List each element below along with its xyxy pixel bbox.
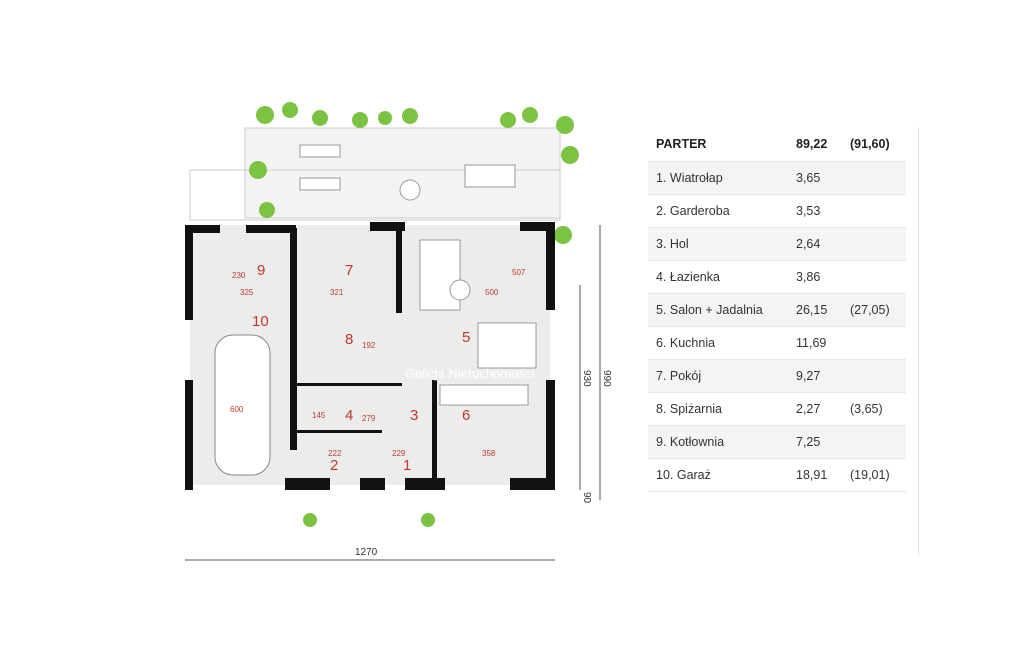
room-label: 5 bbox=[462, 329, 470, 346]
table-row: 4. Łazienka 3,86 bbox=[648, 261, 906, 294]
room-area: 2,64 bbox=[796, 237, 821, 251]
table-row: 1. Wiatrołap 3,65 bbox=[648, 162, 906, 195]
terrace-outline bbox=[189, 169, 561, 221]
floor-name: PARTER bbox=[656, 137, 707, 151]
dimension: 229 bbox=[392, 449, 406, 458]
dimension-depth: 90 bbox=[581, 492, 592, 504]
watermark: Galicja Nieruchomości bbox=[405, 366, 534, 381]
floor-area: 89,22 bbox=[796, 137, 828, 151]
room-name: 3. Hol bbox=[656, 237, 689, 251]
room-area: 3,86 bbox=[796, 270, 821, 284]
dimension-width: 1270 bbox=[355, 547, 378, 558]
dimension: 500 bbox=[485, 288, 499, 297]
floor-plan: 1 2 3 4 5 6 7 8 9 10 325 230 321 500 507… bbox=[185, 102, 612, 561]
room-area-alt: (27,05) bbox=[850, 303, 890, 317]
table-row: 8. Spiżarnia 2,27 (3,65) bbox=[648, 393, 906, 426]
walls bbox=[185, 222, 555, 490]
table-row: 9. Kotłownia 7,25 bbox=[648, 426, 906, 459]
room-name: 2. Garderoba bbox=[656, 204, 730, 218]
dimension: 145 bbox=[312, 411, 326, 420]
room-area: 11,69 bbox=[796, 336, 827, 350]
room-name: 7. Pokój bbox=[656, 369, 702, 383]
dimension: 230 bbox=[232, 271, 246, 280]
dimension: 192 bbox=[362, 341, 376, 350]
dimension-depth: 930 bbox=[581, 370, 592, 387]
divider bbox=[918, 127, 919, 555]
dimension: 507 bbox=[512, 268, 526, 277]
table-row: 7. Pokój 9,27 bbox=[648, 360, 906, 393]
room-area: 9,27 bbox=[796, 369, 821, 383]
room-name: 9. Kotłownia bbox=[656, 435, 725, 449]
room-label: 1 bbox=[403, 457, 411, 474]
dimension: 358 bbox=[482, 449, 496, 458]
car bbox=[214, 334, 271, 476]
coffee-table bbox=[449, 279, 471, 301]
room-area: 26,15 bbox=[796, 303, 828, 317]
garden-dining-table bbox=[464, 164, 516, 188]
dimension: 321 bbox=[330, 288, 344, 297]
room-area: 3,65 bbox=[796, 171, 821, 185]
sunbed bbox=[299, 177, 341, 191]
room-label: 4 bbox=[345, 407, 353, 424]
floor-area-alt: (91,60) bbox=[850, 137, 890, 151]
room-name: 4. Łazienka bbox=[656, 270, 720, 284]
sunbed bbox=[299, 144, 341, 158]
room-label: 7 bbox=[345, 262, 353, 279]
room-label: 3 bbox=[410, 407, 418, 424]
table-row: 6. Kuchnia 11,69 bbox=[648, 327, 906, 360]
room-label: 6 bbox=[462, 407, 470, 424]
dining-table bbox=[477, 322, 537, 369]
dimension: 222 bbox=[328, 449, 342, 458]
room-label: 10 bbox=[252, 313, 269, 330]
dimension-depth: 990 bbox=[601, 370, 612, 387]
room-name: 6. Kuchnia bbox=[656, 336, 716, 350]
room-label: 9 bbox=[257, 262, 265, 279]
room-area: 3,53 bbox=[796, 204, 821, 218]
room-name: 10. Garaż bbox=[656, 468, 711, 482]
kitchen-counter bbox=[439, 384, 529, 406]
room-name: 5. Salon + Jadalnia bbox=[656, 303, 763, 317]
table-row: 2. Garderoba 3,53 bbox=[648, 195, 906, 228]
dimension: 325 bbox=[240, 288, 254, 297]
room-label: 2 bbox=[330, 457, 338, 474]
room-name: 8. Spiżarnia bbox=[656, 402, 723, 416]
area-table: PARTER 89,22 (91,60) 1. Wiatrołap 3,65 2.… bbox=[648, 127, 906, 492]
room-label: 8 bbox=[345, 331, 353, 348]
room-area: 7,25 bbox=[796, 435, 821, 449]
dimension: 279 bbox=[362, 414, 376, 423]
room-area: 2,27 bbox=[796, 402, 821, 416]
table-row: 10. Garaż 18,91 (19,01) bbox=[648, 459, 906, 492]
garden-table bbox=[399, 179, 421, 201]
room-name: 1. Wiatrołap bbox=[656, 171, 723, 185]
room-area-alt: (3,65) bbox=[850, 402, 883, 416]
table-row: 3. Hol 2,64 bbox=[648, 228, 906, 261]
table-row: 5. Salon + Jadalnia 26,15 (27,05) bbox=[648, 294, 906, 327]
room-area: 18,91 bbox=[796, 468, 828, 482]
plants bbox=[249, 102, 579, 527]
table-header: PARTER 89,22 (91,60) bbox=[648, 127, 906, 162]
dimension: 600 bbox=[230, 405, 244, 414]
room-area-alt: (19,01) bbox=[850, 468, 890, 482]
sofa bbox=[419, 239, 461, 311]
